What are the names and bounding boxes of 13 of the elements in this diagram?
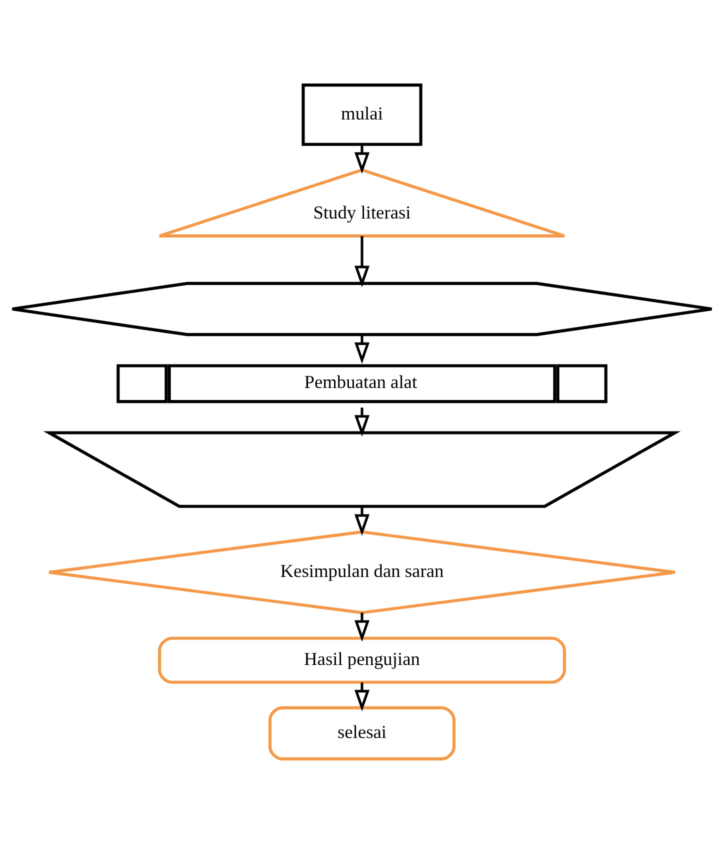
arrow [354, 612, 370, 642]
node-trapezoid [43, 430, 681, 508]
arrow [354, 682, 370, 711]
node-box: selesai [268, 706, 456, 760]
node-box: mulai [302, 83, 422, 146]
arrow [354, 144, 370, 174]
arrow [354, 334, 370, 364]
arrow [354, 236, 370, 287]
arrow [354, 407, 370, 436]
arrow [354, 506, 370, 536]
node-hexagon [10, 281, 714, 336]
node-diamond: Kesimpulan dan saran [48, 530, 676, 614]
node-box: Hasil pengujian [158, 636, 566, 684]
